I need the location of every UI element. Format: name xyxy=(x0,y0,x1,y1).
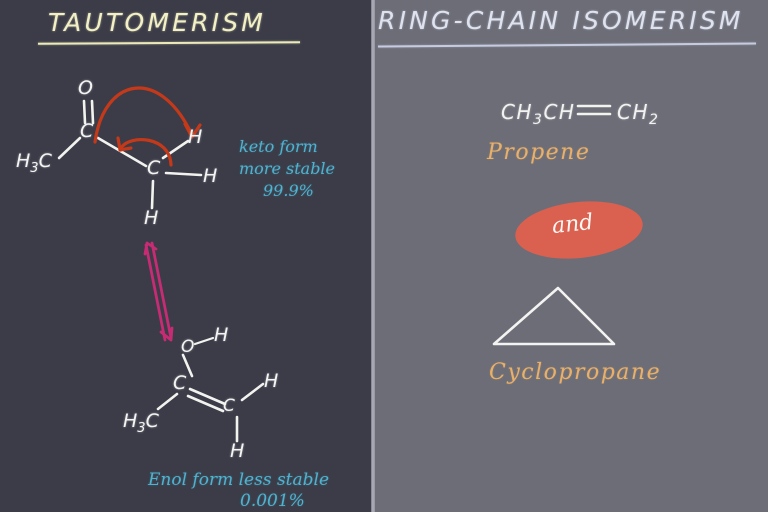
keto-h-lower-label: H xyxy=(144,207,159,229)
page-title-tautomerism: TAUTOMERISM xyxy=(48,8,267,37)
cyclopropane-label: Cyclopropane xyxy=(489,360,662,385)
enol-methyl-h: H xyxy=(123,410,138,432)
formula-subscript-2: 2 xyxy=(649,112,660,128)
formula-part-3: CH xyxy=(617,100,650,124)
keto-note-line-1: keto form xyxy=(239,137,318,156)
enol-methyl-label: H3C xyxy=(123,410,159,436)
enol-c-left-label: C xyxy=(173,372,187,394)
enol-c-right-label: C xyxy=(223,396,235,416)
keto-methyl-c: C xyxy=(38,150,52,172)
keto-oxygen-label: O xyxy=(78,77,93,99)
enol-hydroxyl-h-label: H xyxy=(214,324,229,346)
formula-part-1: CH xyxy=(501,100,534,124)
keto-methyl-label: H3C xyxy=(16,150,52,176)
enol-note-line-1: Enol form less stable xyxy=(148,470,330,490)
keto-note-line-3: 99.9% xyxy=(263,181,314,200)
enol-methyl-c: C xyxy=(145,410,159,432)
formula-part-2: CH xyxy=(543,100,576,124)
keto-alpha-c-label: C xyxy=(147,157,161,179)
keto-h-upper-label: H xyxy=(188,126,203,148)
enol-methyl-subscript: 3 xyxy=(137,420,146,436)
enol-h-lower-label: H xyxy=(230,440,245,462)
enol-note-line-2: 0.001% xyxy=(240,491,305,511)
propene-formula: CH3CH xyxy=(501,100,575,128)
keto-methyl-h: H xyxy=(16,150,31,172)
formula-subscript-1: 3 xyxy=(533,112,544,128)
keto-note-line-2: more stable xyxy=(239,159,336,178)
page-title-ring-chain-isomerism: RING-CHAIN ISOMERISM xyxy=(378,6,744,35)
keto-carbonyl-c-label: C xyxy=(80,120,94,142)
left-panel-tautomerism xyxy=(0,0,372,512)
keto-methyl-subscript: 3 xyxy=(30,160,39,176)
propene-formula-tail: CH2 xyxy=(617,100,659,128)
keto-h-right-label: H xyxy=(203,165,218,187)
propene-label: Propene xyxy=(487,140,591,165)
and-label: and xyxy=(550,209,595,240)
enol-oxygen-label: O xyxy=(181,337,195,357)
panel-divider xyxy=(371,0,375,512)
enol-h-right-label: H xyxy=(264,370,279,392)
